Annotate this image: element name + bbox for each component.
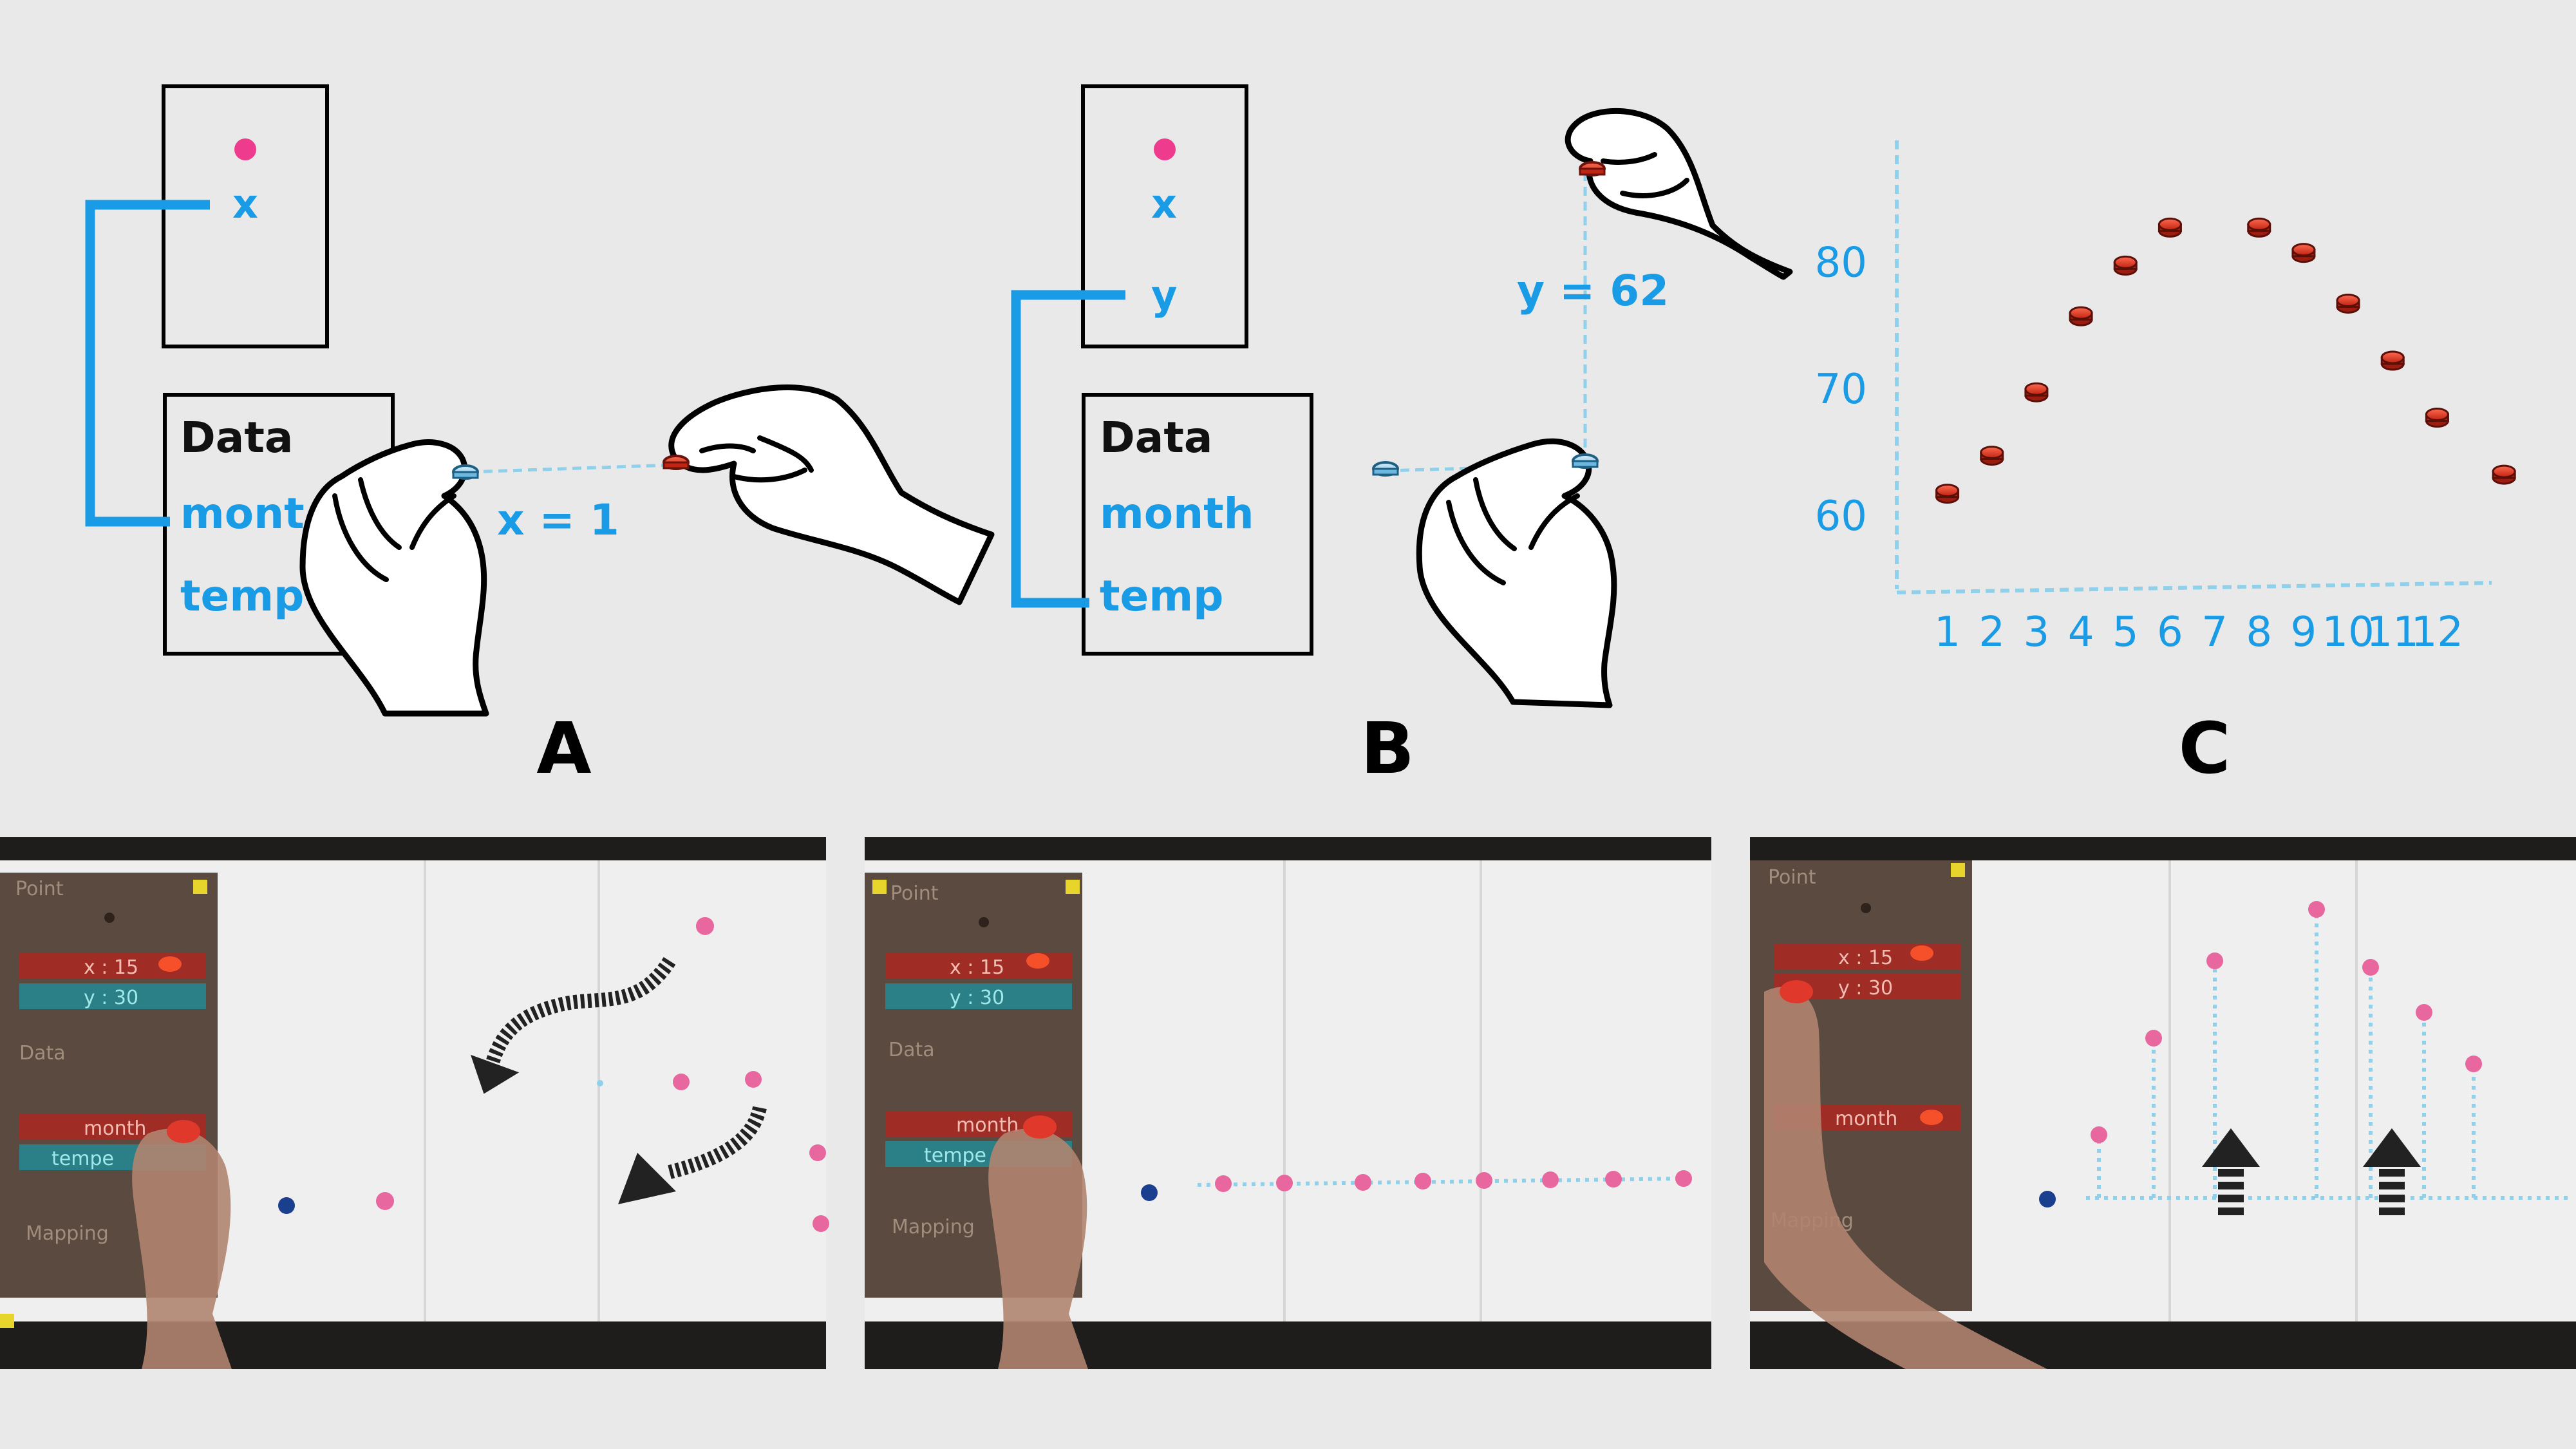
photo-panel-1: Point x : 15 y : 30 Data month tempe Map… (0, 837, 829, 1369)
assign-y-b: y = 62 (1517, 266, 1669, 316)
y-tick-labels: 60 70 80 (1815, 239, 1867, 540)
photo3-x-label: x : 15 (1838, 947, 1893, 969)
point-box-a (162, 84, 329, 348)
x-tick-label: 11 (2367, 609, 2419, 656)
hand-bottom-b (1416, 438, 1617, 708)
photo3-y-label: y : 30 (1838, 977, 1893, 999)
x-tick-label: 9 (2291, 609, 2317, 656)
token-red-b (1579, 161, 1606, 176)
hand-top-b (1565, 108, 1793, 280)
data-point (1980, 446, 2004, 466)
y-tick-label: 60 (1815, 493, 1867, 540)
token-blue-a (452, 464, 479, 480)
point-var-y-b: y (1151, 272, 1177, 319)
data-point (2380, 350, 2405, 371)
data-title-b: Data (1100, 413, 1212, 462)
token-blue-b-right (1572, 453, 1599, 469)
photo1-data-title: Data (19, 1042, 66, 1065)
data-point (2069, 306, 2093, 327)
photo1-mapping-label: Mapping (26, 1222, 109, 1245)
field-month-a: mont (180, 489, 305, 538)
assign-x-a: x = 1 (497, 495, 619, 545)
photo-panel-3: Point x : 15 y : 30 month Mapping (1750, 837, 2576, 1369)
data-title-a: Data (180, 413, 293, 462)
photo1-temp-label: tempe (52, 1148, 114, 1170)
y-tick-label: 70 (1815, 366, 1867, 413)
data-point (1935, 484, 1960, 504)
x-tick-label: 1 (1934, 609, 1960, 656)
data-box-b (1082, 393, 1313, 656)
x-tick-label: 2 (1979, 609, 2005, 656)
x-tick-label: 12 (2411, 609, 2463, 656)
x-tick-label: 8 (2246, 609, 2272, 656)
dashed-guide-a (468, 463, 673, 474)
photo2-x-label: x : 15 (950, 956, 1004, 979)
data-points (1935, 217, 2516, 504)
x-tick-label: 3 (2024, 609, 2050, 656)
photo3-month-label: month (1835, 1108, 1897, 1130)
x-axis (1896, 581, 2492, 594)
photo1-month-label: month (84, 1117, 146, 1140)
point-dot-b (1154, 138, 1176, 160)
data-point (2158, 217, 2182, 238)
y-tick-label: 80 (1815, 239, 1867, 287)
data-point (2291, 243, 2316, 263)
x-tick-label: 5 (2112, 609, 2139, 656)
mapping-connector-a (85, 200, 210, 527)
photo2-data-title: Data (888, 1039, 935, 1061)
data-point (2492, 464, 2516, 485)
point-box-b (1081, 84, 1248, 348)
photo2-mapping-label: Mapping (892, 1216, 975, 1238)
field-month-b: month (1100, 489, 1254, 538)
photo-panel-2: Point x : 15 y : 30 Data month tempe Map… (865, 837, 1711, 1369)
x-tick-label: 7 (2201, 609, 2228, 656)
mapping-connector-b (1011, 290, 1125, 608)
photo3-point-title: Point (1768, 866, 1816, 889)
photo1-x-label: x : 15 (84, 956, 138, 979)
token-blue-b-left (1372, 461, 1399, 477)
data-point (2247, 217, 2271, 238)
photo1-point-title: Point (15, 878, 64, 900)
photo2-point-title: Point (890, 882, 939, 905)
hand-right-a (668, 384, 995, 605)
x-tick-label: 10 (2322, 609, 2374, 656)
photo1-y-label: y : 30 (84, 987, 138, 1009)
field-temp-b: temp (1100, 571, 1223, 621)
data-point (2024, 382, 2049, 402)
field-temp-a: temp (180, 571, 304, 621)
point-var-x-a: x (232, 180, 258, 227)
panel-a: x Data mont temp x = 1 (85, 84, 995, 790)
photo2-y-label: y : 30 (950, 987, 1004, 1009)
data-point (2113, 255, 2138, 276)
token-red-a (663, 455, 690, 470)
panel-letter-b: B (1360, 707, 1415, 790)
point-dot-a (234, 138, 256, 160)
hand-left-a (299, 439, 489, 717)
photo2-temp-label: tempe (924, 1144, 986, 1167)
panel-letter-c: C (2179, 707, 2231, 790)
point-var-x-b: x (1151, 180, 1177, 227)
x-tick-label: 6 (2157, 609, 2183, 656)
x-tick-label: 4 (2068, 609, 2094, 656)
data-point (2425, 408, 2449, 428)
panel-b: x y Data month temp y = 62 (1011, 84, 1793, 790)
data-point (2336, 293, 2360, 314)
panel-letter-a: A (536, 707, 591, 790)
